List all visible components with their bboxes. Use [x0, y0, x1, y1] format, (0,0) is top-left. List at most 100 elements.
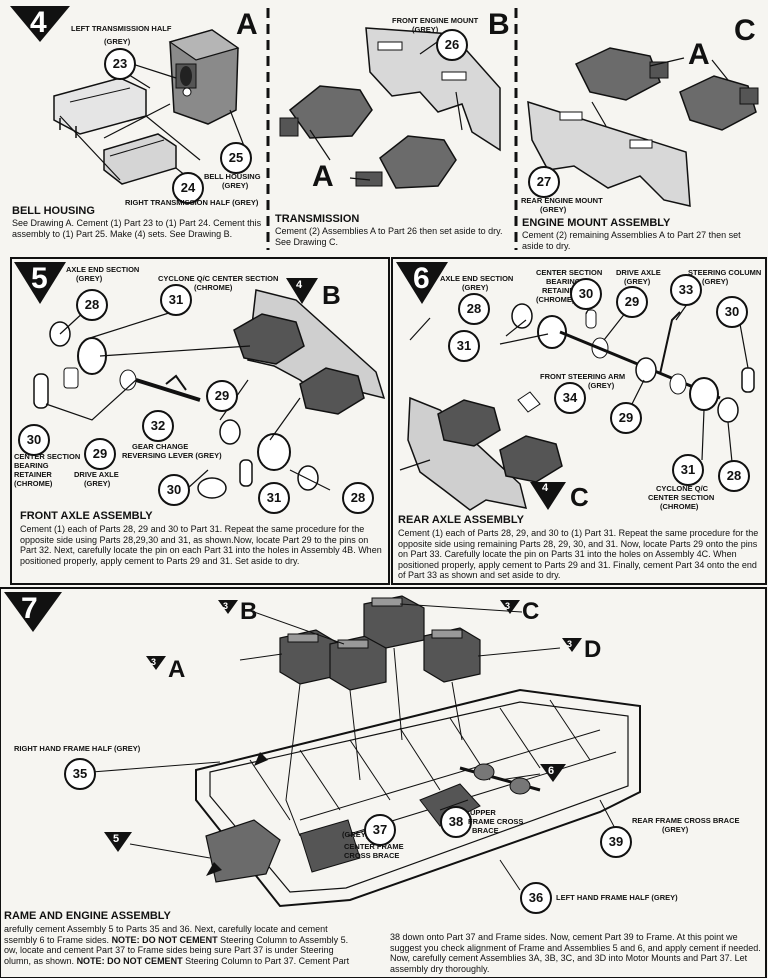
step-4-badge: [10, 6, 70, 42]
s5-part-28-top: 28: [76, 289, 108, 321]
step-6-ref-letter: C: [570, 482, 589, 512]
s5-part-29-left: 29: [84, 438, 116, 470]
s6-cyclone-color: (CHROME): [660, 502, 699, 511]
s6-steering-arm-color: (GREY): [588, 381, 615, 390]
s6-part-29-top: 29: [616, 286, 648, 318]
s6-cyclone-label-2: CENTER SECTION: [648, 493, 715, 502]
front-mount-color: (GREY): [412, 25, 439, 34]
text-left-line-1: arefully cement Assembly 5 to Parts 35 a…: [4, 924, 328, 934]
do-not-cement-1: DO NOT CEMENT: [139, 934, 218, 945]
rear-mount-color: (GREY): [540, 205, 567, 214]
s6-part-31-bottom: 31: [672, 454, 704, 486]
drawing-b-letter: B: [488, 8, 510, 41]
s5-retainer-label: RETAINER: [14, 470, 52, 479]
note-label-1: NOTE:: [111, 934, 140, 945]
s5-part-30-bottom: 30: [158, 474, 190, 506]
part-36: 36: [520, 882, 552, 914]
s6-part-34: 34: [554, 382, 586, 414]
text-left-line-4b: Steering Column to Part 37. Cement Part: [182, 955, 350, 966]
s5-part-31-bottom: 31: [258, 482, 290, 514]
s5-part-30-left: 30: [18, 424, 50, 456]
s5-cyclone-color: (CHROME): [194, 283, 233, 292]
transmission-assy-a: A: [312, 160, 334, 193]
s6-steering-column-label: STEERING COLUMN: [688, 268, 762, 277]
upper-frame-label: UPPER: [470, 808, 496, 817]
drawing-c-letter: C: [734, 14, 756, 47]
right-frame-label: RIGHT HAND FRAME HALF (GREY): [14, 744, 141, 753]
drawing-a-letter: A: [236, 8, 258, 41]
s5-axle-end-label: AXLE END SECTION: [66, 265, 140, 274]
front-mount-label: FRONT ENGINE MOUNT: [392, 16, 479, 25]
step-6-illustration: [396, 262, 755, 511]
s6-part-28-bottom: 28: [718, 460, 750, 492]
front-axle-heading: FRONT AXLE ASSEMBLY: [20, 510, 153, 522]
ref-3a-number: 3: [151, 657, 157, 667]
bell-housing-text: See Drawing A. Cement (1) Part 23 to (1)…: [12, 218, 262, 239]
part-23: 23: [104, 48, 136, 80]
ref-3c-number: 3: [505, 601, 511, 611]
text-left-line-2: ssembly 6 to Frame sides. NOTE: DO NOT C…: [4, 935, 382, 946]
s5-cyclone-label: CYCLONE Q/C CENTER SECTION: [158, 274, 279, 283]
s6-drive-axle-label: DRIVE AXLE: [616, 268, 661, 277]
transmission-heading: TRANSMISSION: [275, 213, 360, 225]
ref-3a-letter: A: [168, 656, 186, 683]
s6-part-30-top: 30: [570, 278, 602, 310]
step-5-ref-letter: B: [322, 280, 341, 310]
engine-mount-illustration: [527, 47, 759, 207]
s5-reversing-label: REVERSING LEVER (GREY): [122, 451, 222, 460]
text-left-line-4a: olumn, as shown.: [4, 955, 75, 966]
right-trans-label: RIGHT TRANSMISSION HALF (GREY): [125, 198, 259, 207]
step-5-illustration: [14, 262, 386, 499]
s6-part-30-right: 30: [716, 296, 748, 328]
engine-mount-heading: ENGINE MOUNT ASSEMBLY: [522, 217, 671, 229]
part-38: 38: [440, 806, 472, 838]
part-27: 27: [528, 166, 560, 198]
part-35: 35: [64, 758, 96, 790]
ref-3b-letter: B: [240, 598, 258, 625]
s5-drive-axle-label: DRIVE AXLE: [74, 470, 119, 479]
rear-frame-color: (GREY): [662, 825, 689, 834]
step-5-number: 5: [31, 262, 48, 295]
rear-frame-label: REAR FRAME CROSS BRACE: [632, 816, 740, 825]
s6-retainer-label: RETAINER: [542, 286, 580, 295]
step-6-number: 6: [413, 262, 430, 295]
step-7-number: 7: [21, 592, 38, 625]
rear-axle-text: Cement (1) each of Parts 28, 29, and 30 …: [398, 528, 759, 580]
s5-chrome-label: (CHROME): [14, 479, 53, 488]
transmission-text: Cement (2) Assemblies A to Part 26 then …: [275, 226, 503, 247]
rear-axle-heading: REAR AXLE ASSEMBLY: [398, 514, 524, 526]
s6-steering-column-color: (GREY): [702, 277, 729, 286]
text-left-line-2b: Steering Column to Assembly 5.: [217, 934, 349, 945]
s6-cyclone-label: CYCLONE Q/C: [656, 484, 709, 493]
step-6-ref-number: 4: [542, 482, 549, 494]
transmission-illustration: [279, 27, 501, 189]
bell-housing-label: BELL HOUSING: [204, 172, 261, 181]
ref-3c-letter: C: [522, 598, 540, 625]
s6-center-section-label: CENTER SECTION: [536, 268, 603, 277]
center-frame-label: CENTER FRAME: [344, 842, 404, 851]
s5-bearing-label: BEARING: [14, 461, 49, 470]
part-39: 39: [600, 826, 632, 858]
s5-part-28-bottom: 28: [342, 482, 374, 514]
s5-axle-end-color: (GREY): [76, 274, 103, 283]
ref-6-number: 6: [548, 765, 555, 777]
upper-frame-label-2: FRAME CROSS: [468, 817, 524, 826]
left-frame-label: LEFT HAND FRAME HALF (GREY): [556, 893, 678, 902]
bell-housing-heading: BELL HOUSING: [12, 205, 95, 217]
part-24: 24: [172, 172, 204, 204]
text-left-line-3: ow, locate and cement Part 37 to Frame s…: [4, 945, 334, 955]
ref-3b-number: 3: [223, 601, 229, 611]
s6-part-28-top: 28: [458, 293, 490, 325]
s5-part-31-top: 31: [160, 284, 192, 316]
s6-steering-arm-label: FRONT STEERING ARM: [540, 372, 626, 381]
s5-drive-axle-color: (GREY): [84, 479, 111, 488]
s6-axle-end-label: AXLE END SECTION: [440, 274, 514, 283]
center-frame-grey: (GREY): [342, 830, 369, 839]
s6-axle-end-color: (GREY): [462, 283, 489, 292]
do-not-cement-2: DO NOT CEMENT: [104, 955, 183, 966]
s5-gear-change-label: GEAR CHANGE: [132, 442, 189, 451]
part-26: 26: [436, 29, 468, 61]
s5-part-32: 32: [142, 410, 174, 442]
